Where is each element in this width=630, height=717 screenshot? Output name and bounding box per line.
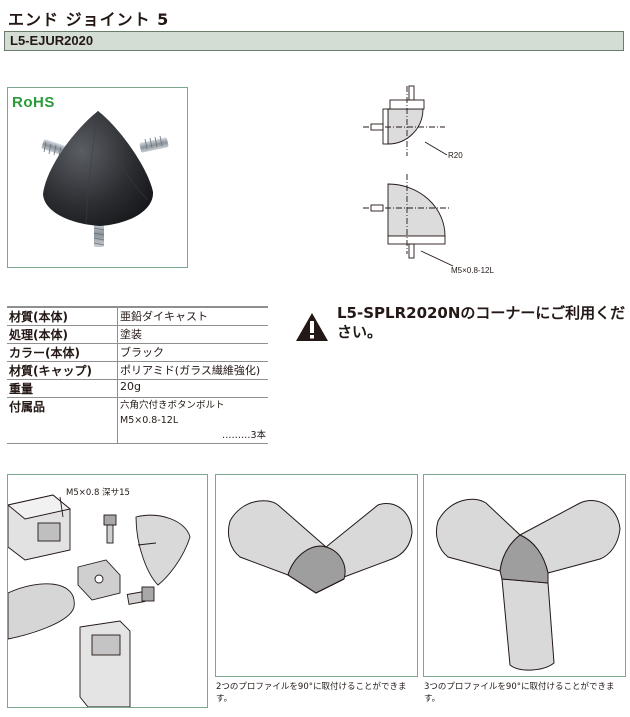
- warning-icon: [296, 313, 328, 341]
- radius-label: R20: [448, 151, 463, 160]
- spec-value-accessory: 六角穴付きボタンボルト M5×0.8-12L ………3本: [117, 397, 268, 444]
- spec-key: 材質(キャップ): [7, 361, 118, 380]
- product-photo: [7, 87, 188, 268]
- spec-key: 付属品: [7, 397, 118, 444]
- spec-key: 処理(本体): [7, 325, 118, 344]
- spec-row: 材質(本体) 亜鉛ダイキャスト: [7, 306, 268, 326]
- end-joint-photo-image: [41, 110, 169, 247]
- spec-key: カラー(本体): [7, 343, 118, 362]
- spec-value: 塗装: [117, 325, 268, 344]
- product-code: L5-EJUR2020: [10, 33, 94, 48]
- two-profile-image-box: [215, 474, 418, 677]
- three-profile-caption: 3つのプロファイルを90°に取付けることができます。: [424, 682, 615, 704]
- spec-value: ポリアミド(ガラス繊維強化): [117, 361, 268, 380]
- spec-row: 処理(本体) 塗装: [7, 325, 268, 344]
- rohs-badge: RoHS: [12, 94, 55, 111]
- spec-key: 重量: [7, 379, 118, 398]
- spec-value: 亜鉛ダイキャスト: [117, 306, 268, 326]
- spec-row-accessory: 付属品 六角穴付きボタンボルト M5×0.8-12L ………3本: [7, 397, 268, 444]
- product-code-bar: L5-EJUR2020: [4, 31, 624, 51]
- assembly-image-box: M5×0.8 深サ15: [7, 474, 208, 708]
- spec-row: 材質(キャップ) ポリアミド(ガラス繊維強化): [7, 361, 268, 380]
- spec-key: 材質(本体): [7, 306, 118, 326]
- accessory-line-2: ………3本: [221, 430, 266, 441]
- spec-row: 重量 20g: [7, 379, 268, 398]
- two-profile-caption: 2つのプロファイルを90°に取付けることができます。: [216, 682, 407, 704]
- assembly-illustration: M5×0.8 深サ15: [7, 488, 191, 708]
- spec-value: ブラック: [117, 343, 268, 362]
- spec-value: 20g: [117, 379, 268, 398]
- three-profile-illustration: [435, 498, 621, 671]
- spec-row: カラー(本体) ブラック: [7, 343, 268, 362]
- accessory-line-1: 六角穴付きボタンボルト M5×0.8-12L: [120, 400, 225, 426]
- technical-drawing: R20 M5×0.8-12L: [363, 85, 494, 275]
- spec-table: 材質(本体) 亜鉛ダイキャスト 処理(本体) 塗装 カラー(本体) ブラック 材…: [7, 306, 268, 444]
- warning-text: L5-SPLR2020Nのコーナーにご利用ください。: [337, 304, 626, 341]
- bolt-label: M5×0.8-12L: [451, 266, 494, 275]
- three-profile-image-box: [423, 474, 626, 677]
- two-profile-illustration: [227, 500, 413, 594]
- tap-label: M5×0.8 深サ15: [66, 488, 130, 498]
- page-title: エンド ジョイント 5: [8, 10, 170, 29]
